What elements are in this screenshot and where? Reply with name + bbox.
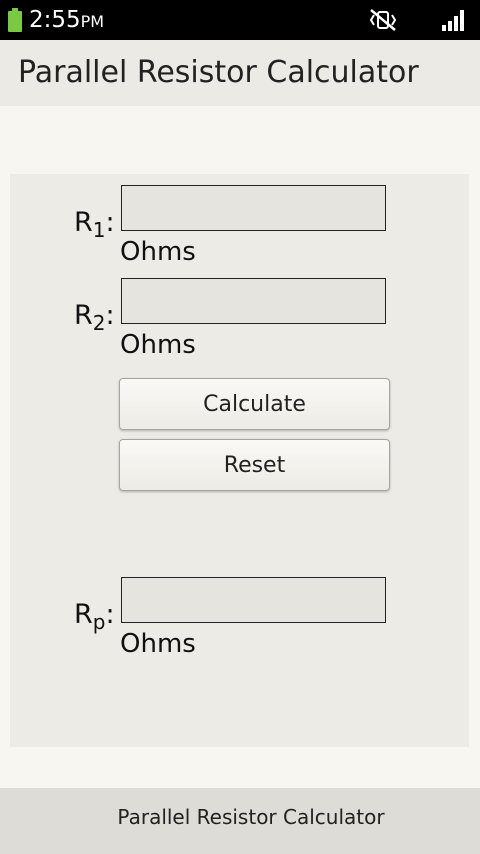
calculate-button[interactable]: Calculate: [119, 378, 390, 430]
bottom-bar: Parallel Resistor Calculator: [0, 788, 480, 854]
main-content: R1: Ohms R2: Ohms Calculate Reset Rp: Oh…: [0, 106, 480, 788]
r1-label: R1:: [74, 208, 115, 245]
action-bar: Parallel Resistor Calculator: [0, 40, 480, 106]
signal-strength-icon: [442, 10, 464, 31]
r1-label-main: R: [74, 207, 93, 238]
r2-label-colon: :: [105, 300, 115, 331]
rp-label-main: R: [74, 599, 93, 630]
reset-button[interactable]: Reset: [119, 439, 390, 491]
bottom-bar-label: Parallel Resistor Calculator: [117, 805, 385, 829]
rp-unit: Ohms: [120, 629, 196, 659]
r1-label-sub: 1: [92, 218, 106, 242]
app-title: Parallel Resistor Calculator: [18, 55, 419, 90]
r2-label-sub: 2: [92, 311, 106, 335]
status-clock: 2:55PM: [29, 6, 104, 36]
r1-unit: Ohms: [120, 237, 196, 267]
r1-input[interactable]: [121, 185, 386, 231]
rp-label: Rp:: [74, 600, 115, 637]
r1-label-colon: :: [105, 207, 115, 238]
r2-unit: Ohms: [120, 330, 196, 360]
mute-vibrate-icon: [369, 9, 397, 31]
status-bar: 2:55PM: [0, 0, 480, 40]
battery-icon: [8, 8, 22, 32]
clock-ampm: PM: [80, 12, 105, 31]
rp-label-colon: :: [105, 599, 115, 630]
r2-label-main: R: [74, 300, 93, 331]
r2-label: R2:: [74, 301, 115, 338]
rp-label-sub: p: [92, 610, 106, 634]
rp-output-field[interactable]: [121, 577, 386, 623]
r2-input[interactable]: [121, 278, 386, 324]
clock-time: 2:55: [29, 7, 81, 33]
